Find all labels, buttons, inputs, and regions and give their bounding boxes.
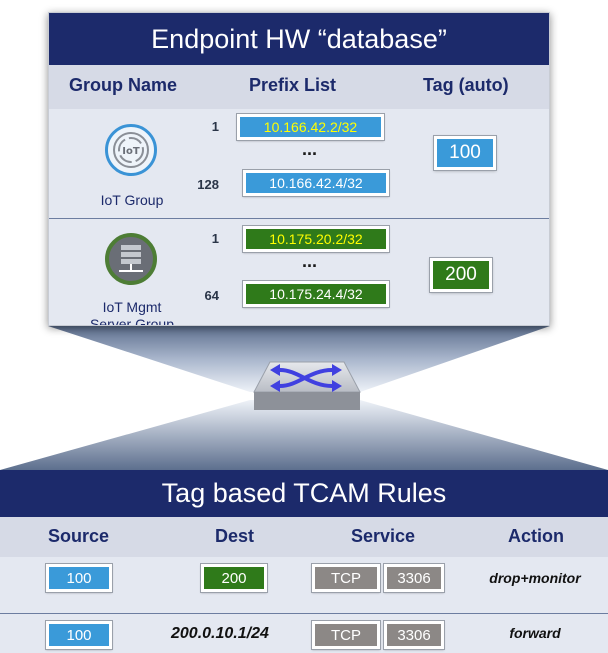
prefix-index: 128	[197, 177, 219, 192]
tcam-rule-row: 100 200 TCP 3306 drop+monitor	[0, 557, 608, 613]
rule-divider	[0, 613, 608, 614]
funnel-top	[48, 326, 550, 392]
funnel-bottom	[0, 400, 608, 470]
group-row-iot: IoT IoT Group 1 10.166.42.2/32 ... 128 1…	[49, 109, 549, 218]
group-label-iot-mgmt: IoT Mgmt Server Group	[67, 299, 197, 326]
group-label-iot: IoT Group	[100, 192, 164, 208]
group-row-iot-mgmt: IoT Mgmt Server Group 1 10.175.20.2/32 .…	[49, 219, 549, 326]
rule-dest-prefix: 200.0.10.1/24	[171, 625, 269, 642]
header-action: Action	[508, 526, 564, 546]
prefix-index: 64	[204, 288, 219, 303]
iot-icon: IoT	[105, 124, 157, 176]
prefix-ellipsis: ...	[302, 251, 318, 271]
group-divider	[49, 218, 549, 219]
prefix-entry: 10.166.42.4/32	[243, 170, 389, 196]
header-service: Service	[351, 526, 416, 546]
header-source: Source	[48, 526, 110, 546]
rule-action: forward	[509, 625, 561, 641]
rule-port: 3306	[384, 621, 444, 649]
prefix-index: 1	[211, 231, 219, 246]
prefix-ellipsis: ...	[302, 139, 318, 159]
group-label-line: IoT Mgmt	[102, 299, 162, 315]
rule-protocol: TCP	[312, 564, 380, 592]
endpoint-database-panel: Endpoint HW “database” Group Name Prefix…	[48, 12, 550, 326]
server-icon	[105, 233, 157, 285]
header-prefix-list: Prefix List	[249, 75, 337, 95]
tag-badge: 200	[430, 258, 492, 292]
tcam-rule-row: 100 200.0.10.1/24 TCP 3306 forward	[0, 614, 608, 653]
rule-source-tag: 100	[46, 564, 112, 592]
rule-protocol: TCP	[312, 621, 380, 649]
group-label-line: Server Group	[89, 316, 175, 326]
prefix-index: 1	[211, 119, 219, 134]
tcam-title: Tag based TCAM Rules	[0, 470, 608, 517]
rule-action: drop+monitor	[489, 570, 581, 586]
tcam-rules-panel: Tag based TCAM Rules Source Dest Service…	[0, 470, 608, 653]
rule-port: 3306	[384, 564, 444, 592]
svg-text:IoT: IoT	[122, 146, 140, 157]
switch-icon	[253, 361, 361, 410]
endpoint-database-title: Endpoint HW “database”	[49, 13, 549, 65]
tcam-header-row: Source Dest Service Action	[0, 517, 608, 557]
rule-dest-tag: 200	[201, 564, 267, 592]
prefix-entry: 10.166.42.2/32	[237, 114, 384, 140]
prefix-entry: 10.175.20.2/32	[243, 226, 389, 252]
header-group-name: Group Name	[69, 75, 178, 95]
header-dest: Dest	[215, 526, 255, 546]
rule-source-tag: 100	[46, 621, 112, 649]
tag-badge: 100	[434, 136, 496, 170]
database-header-row: Group Name Prefix List Tag (auto)	[49, 65, 549, 109]
prefix-entry: 10.175.24.4/32	[243, 281, 389, 307]
header-tag-auto: Tag (auto)	[423, 75, 509, 95]
